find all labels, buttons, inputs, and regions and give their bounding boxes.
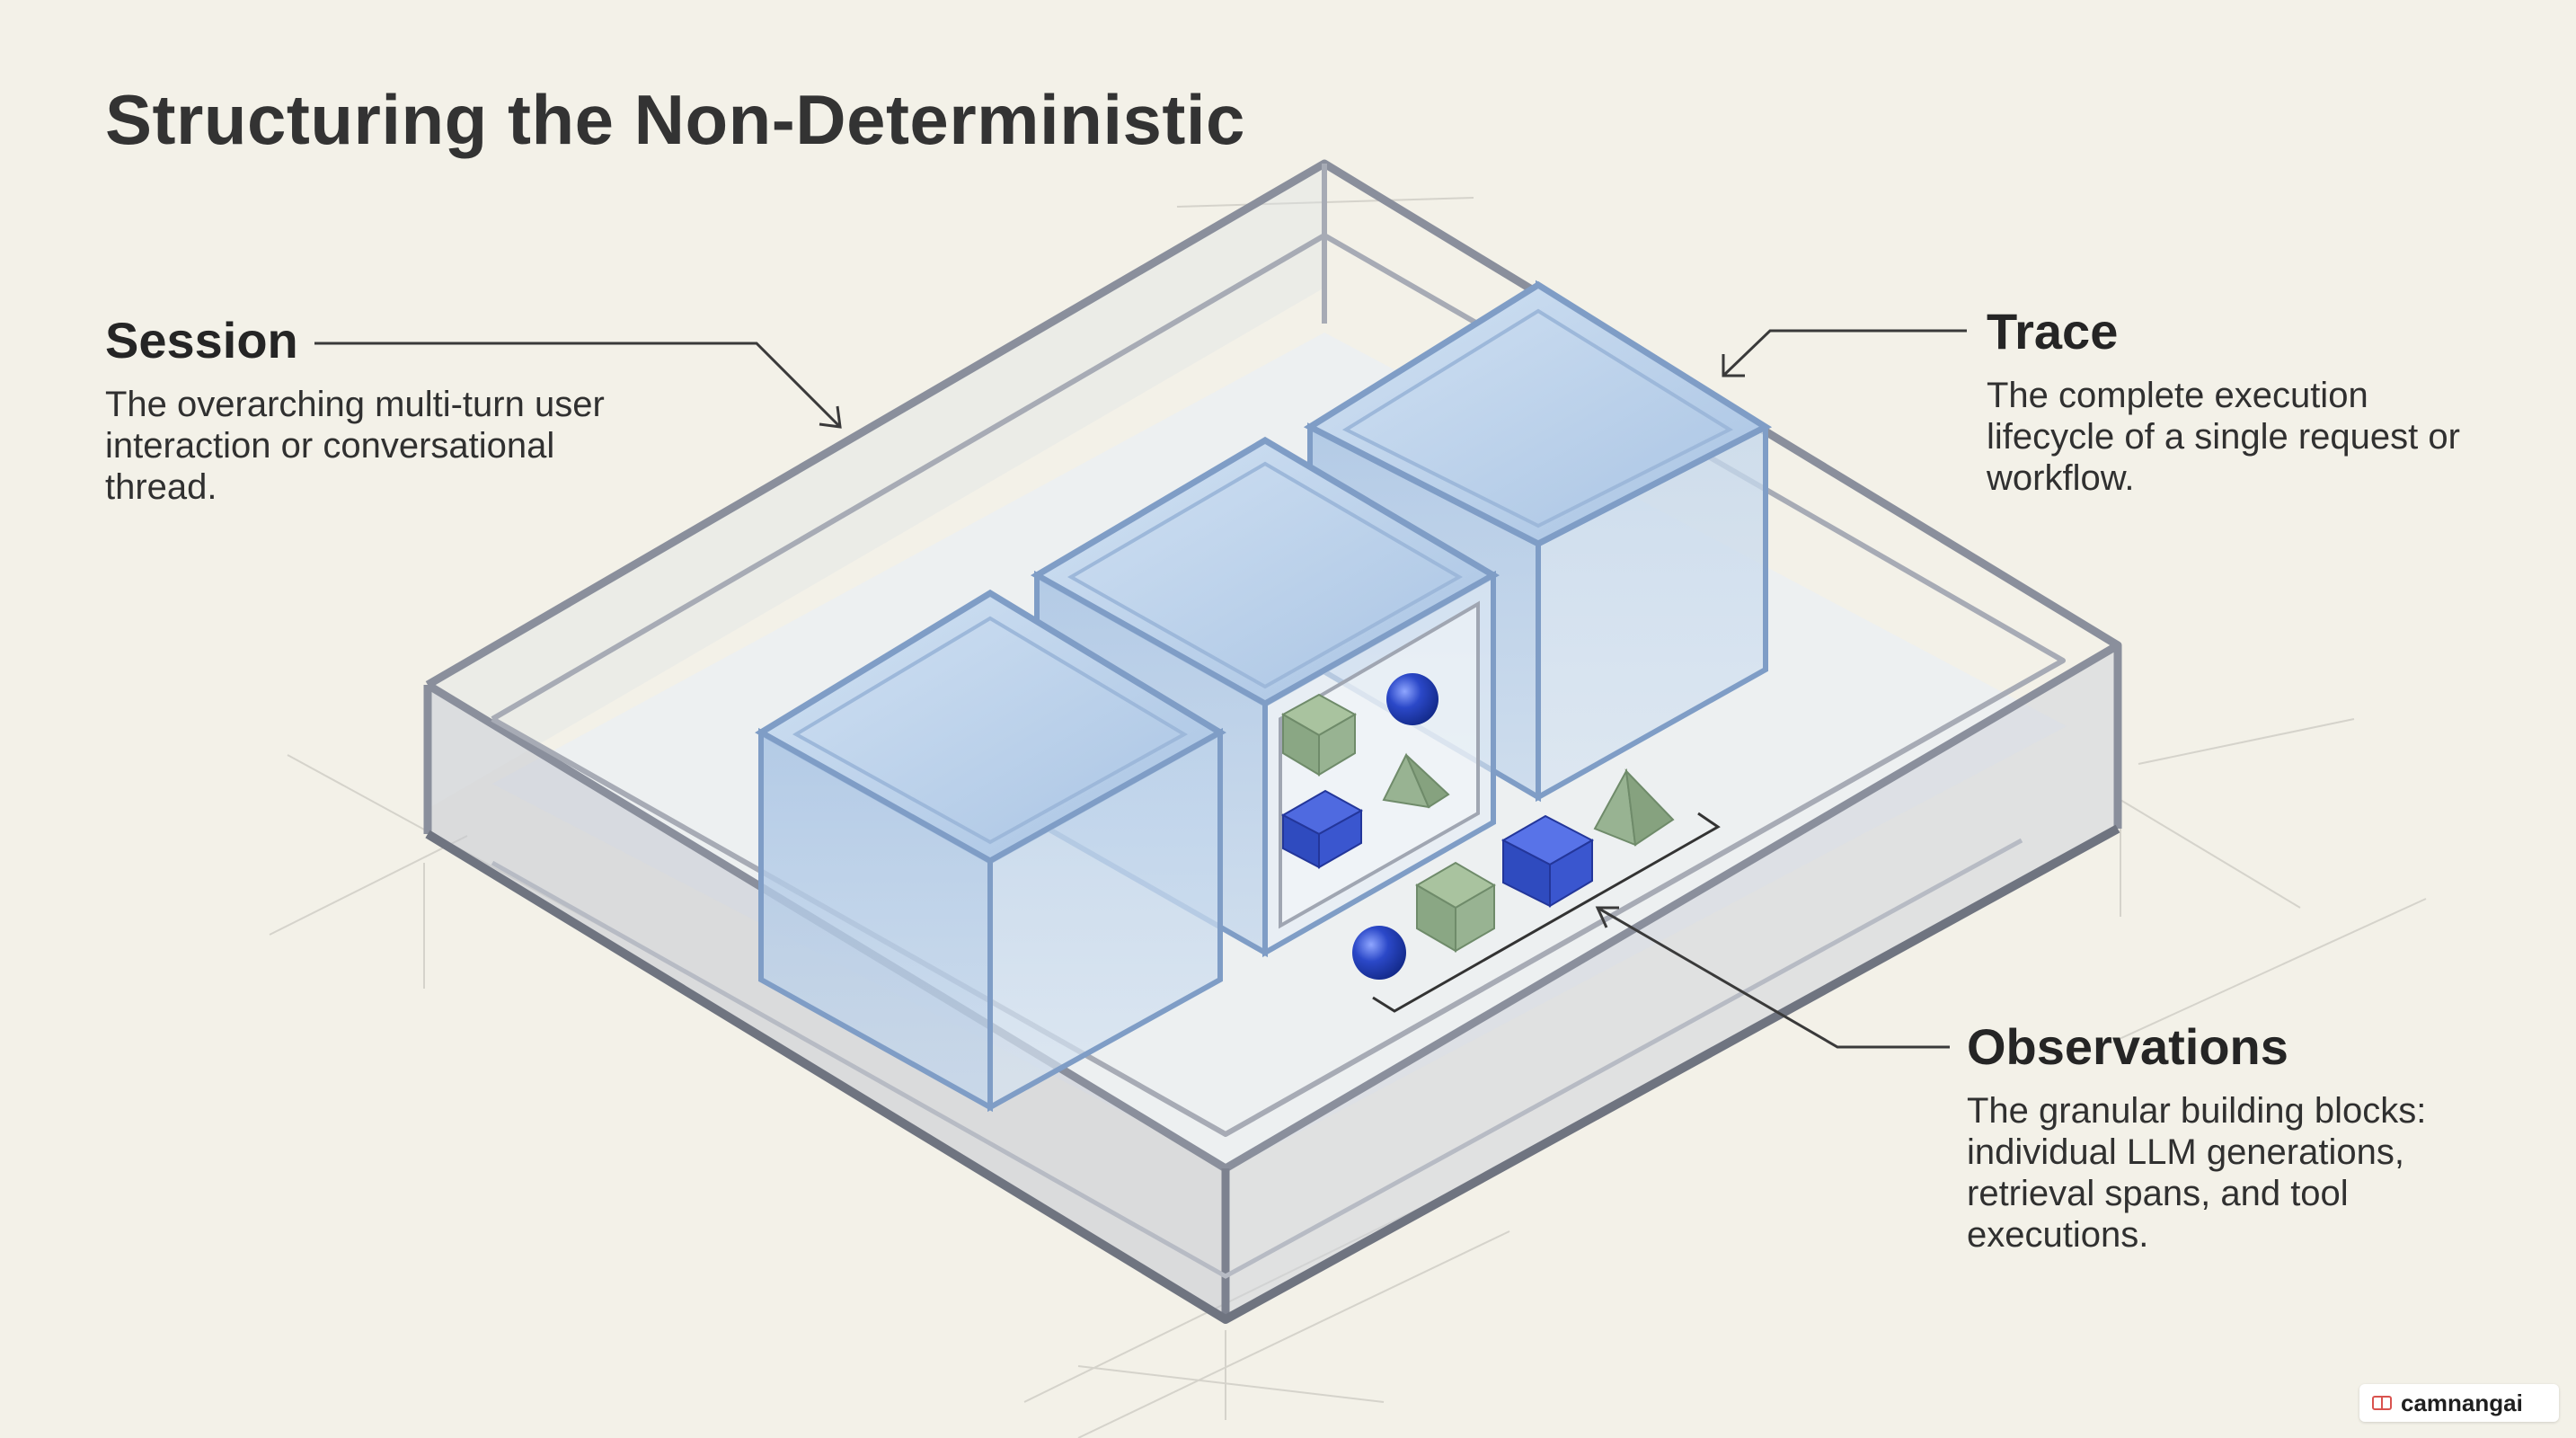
front-trace-cube [755, 589, 1226, 1113]
tray-base-edge [425, 824, 2120, 1324]
trace-description: The complete execution lifecycle of a si… [1987, 376, 2460, 498]
trace-leader [1722, 329, 1967, 377]
blue-sphere [1352, 926, 1406, 980]
page-title: Structuring the Non-Deterministic [105, 80, 1245, 159]
observation-objects [1352, 768, 1675, 980]
inner-blue-cuboid [1280, 789, 1364, 869]
tray-back-wall [428, 164, 1324, 809]
observations-leader [1597, 906, 1950, 1049]
tray-right-wall [1226, 645, 2118, 1319]
inner-green-pyramid [1382, 752, 1450, 809]
book-icon [2372, 1396, 2392, 1410]
watermark-text: camnangai [2401, 1389, 2523, 1416]
leader-lines [314, 329, 1967, 1049]
inner-blue-sphere [1386, 673, 1438, 725]
blue-cube [1500, 814, 1595, 908]
session-leader [314, 342, 842, 429]
watermark-badge[interactable]: camnangai [2359, 1384, 2559, 1422]
observations-bracket [1372, 812, 1721, 1013]
observations-label: Observations The granular building block… [1967, 1017, 2506, 1256]
inner-green-cube [1280, 693, 1358, 777]
green-cube [1415, 861, 1496, 953]
session-label: Session The overarching multi-turn user … [105, 311, 608, 508]
green-pyramid [1593, 768, 1675, 847]
arrow-heads [819, 354, 1745, 928]
trace-label: Trace The complete execution lifecycle o… [1987, 302, 2490, 499]
observations-title: Observations [1967, 1018, 2288, 1075]
trace-title: Trace [1987, 303, 2119, 360]
session-description: The overarching multi-turn user interact… [105, 385, 605, 507]
observations-description: The granular building blocks: individual… [1967, 1091, 2427, 1255]
session-title: Session [105, 312, 298, 368]
